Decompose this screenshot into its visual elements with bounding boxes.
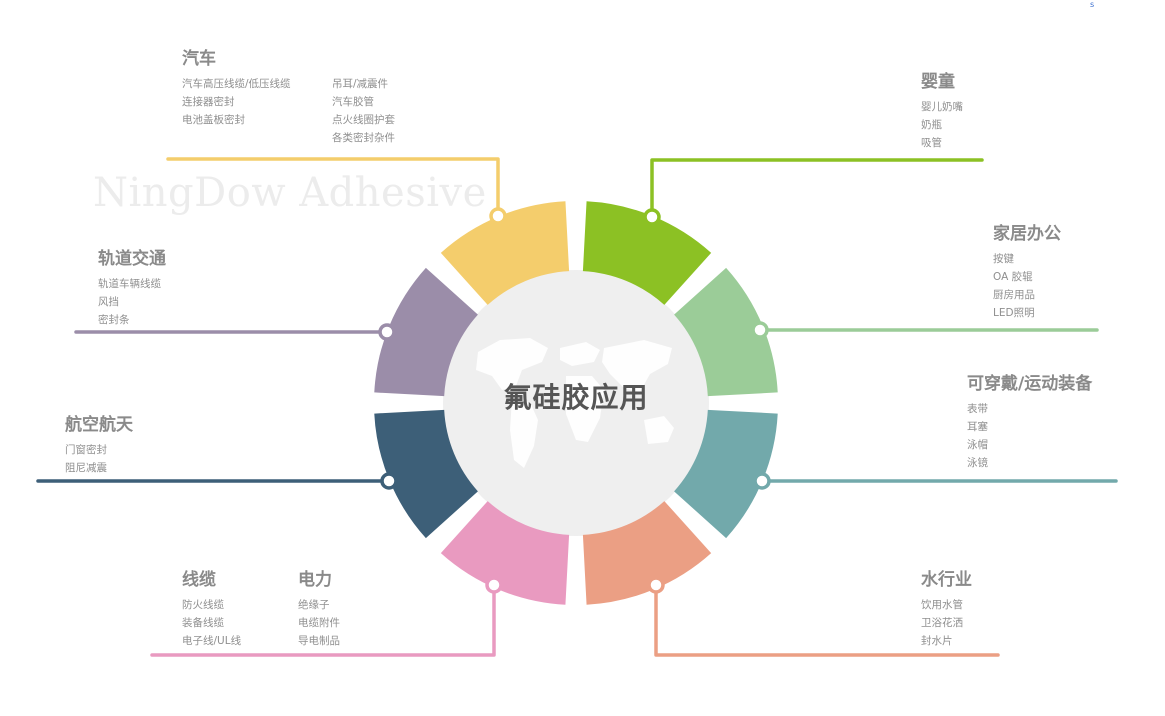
list-item: 吊耳/减震件 [332, 78, 389, 90]
world-map-shape [644, 416, 674, 444]
list-item: 各类密封杂件 [332, 132, 395, 144]
list-item: 表带 [967, 403, 988, 415]
segment-home-office [674, 267, 778, 397]
category-infant-list: 婴儿奶嘴 奶瓶 吸管 [921, 98, 963, 152]
list-item: 奶瓶 [921, 119, 942, 131]
list-item: LED照明 [993, 307, 1035, 319]
category-wearable-title: 可穿戴/运动装备 [967, 374, 1093, 394]
category-cable: 线缆 防火线缆 装备线缆 电子线/UL线 [182, 565, 241, 650]
category-auto-list-2: 吊耳/减震件 汽车胶管 点火线圈护套 各类密封杂件 [332, 75, 395, 147]
list-item: 吸管 [921, 137, 942, 149]
segment-infant [582, 201, 712, 305]
world-map-shape [510, 398, 538, 468]
list-item: 厨房用品 [993, 289, 1035, 301]
connector-rail-dot [378, 323, 396, 341]
category-infant-title: 婴童 [921, 72, 955, 92]
connector-aerospace-dot [380, 472, 398, 490]
world-map-shape [476, 338, 548, 390]
segment-auto [440, 201, 570, 305]
list-item: 耳塞 [967, 421, 988, 433]
category-home-office: 家居办公 按键 OA 胶辊 厨房用品 LED照明 [993, 219, 1061, 322]
segment-rail [374, 267, 478, 397]
list-item: 门窗密封 [65, 444, 107, 456]
world-map-shape [602, 340, 672, 392]
category-water-title: 水行业 [921, 570, 972, 590]
list-item: 装备线缆 [182, 617, 224, 629]
list-item: 泳帽 [967, 439, 988, 451]
connector-home-office-dot [751, 321, 769, 339]
category-cable-title: 线缆 [182, 570, 216, 590]
segment-wearable [674, 409, 778, 539]
corner-mark: s [1090, 0, 1095, 9]
connector-water [654, 583, 1000, 657]
category-home-office-title: 家居办公 [993, 224, 1061, 244]
category-aerospace-title: 航空航天 [65, 415, 133, 435]
watermark-text: NingDow Adhesive [93, 170, 487, 216]
connector-cable-power [150, 583, 496, 657]
segment-aerospace [374, 409, 478, 539]
category-cable-list: 防火线缆 装备线缆 电子线/UL线 [182, 596, 241, 650]
list-item: 汽车高压线缆/低压线缆 [182, 78, 291, 90]
category-power: 电力 绝缘子 电缆附件 导电制品 [298, 565, 340, 650]
list-item: 电池盖板密封 [182, 114, 245, 126]
connector-infant [650, 158, 984, 219]
list-item: 按键 [993, 253, 1014, 265]
category-water: 水行业 饮用水管 卫浴花洒 封水片 [921, 565, 972, 650]
list-item: OA 胶辊 [993, 271, 1033, 283]
list-item: 电缆附件 [298, 617, 340, 629]
segment-water [582, 501, 712, 605]
category-power-title: 电力 [298, 570, 332, 590]
category-wearable: 可穿戴/运动装备 表带 耳塞 泳帽 泳镜 [967, 369, 1092, 472]
segment-cable-power [440, 501, 570, 605]
category-rail-title: 轨道交通 [98, 249, 166, 269]
list-item: 防火线缆 [182, 599, 224, 611]
category-power-list: 绝缘子 电缆附件 导电制品 [298, 596, 340, 650]
category-infant: 婴童 婴儿奶嘴 奶瓶 吸管 [921, 67, 963, 152]
list-item: 饮用水管 [921, 599, 963, 611]
list-item: 绝缘子 [298, 599, 330, 611]
connector-auto-dot [489, 207, 507, 225]
category-auto: 汽车 汽车高压线缆/低压线缆 连接器密封 电池盖板密封 吊耳/减震件 汽车胶管 … [182, 44, 395, 147]
list-item: 风挡 [98, 296, 119, 308]
category-auto-list-1: 汽车高压线缆/低压线缆 连接器密封 电池盖板密封 [182, 75, 332, 147]
category-water-list: 饮用水管 卫浴花洒 封水片 [921, 596, 972, 650]
connector-infant-dot [643, 208, 661, 226]
list-item: 汽车胶管 [332, 96, 374, 108]
list-item: 轨道车辆线缆 [98, 278, 161, 290]
list-item: 封水片 [921, 635, 953, 647]
connector-cable-power-dot [485, 576, 503, 594]
list-item: 阻尼减震 [65, 462, 107, 474]
center-title: 氟硅胶应用 [503, 381, 649, 414]
category-home-office-list: 按键 OA 胶辊 厨房用品 LED照明 [993, 250, 1061, 322]
category-aerospace-list: 门窗密封 阻尼减震 [65, 441, 133, 477]
category-rail: 轨道交通 轨道车辆线缆 风挡 密封条 [98, 244, 166, 329]
list-item: 电子线/UL线 [182, 635, 242, 647]
category-auto-title: 汽车 [182, 49, 216, 69]
world-map-shape [560, 342, 600, 366]
list-item: 卫浴花洒 [921, 617, 963, 629]
category-wearable-list: 表带 耳塞 泳帽 泳镜 [967, 400, 1092, 472]
list-item: 婴儿奶嘴 [921, 101, 963, 113]
list-item: 导电制品 [298, 635, 340, 647]
list-item: 密封条 [98, 314, 130, 326]
world-map-shape [566, 376, 604, 442]
connector-water-dot [647, 576, 665, 594]
list-item: 点火线圈护套 [332, 114, 395, 126]
category-aerospace: 航空航天 门窗密封 阻尼减震 [65, 410, 133, 477]
list-item: 连接器密封 [182, 96, 235, 108]
connector-auto [166, 157, 500, 218]
category-rail-list: 轨道车辆线缆 风挡 密封条 [98, 275, 166, 329]
list-item: 泳镜 [967, 457, 988, 469]
connector-wearable-dot [753, 472, 771, 490]
